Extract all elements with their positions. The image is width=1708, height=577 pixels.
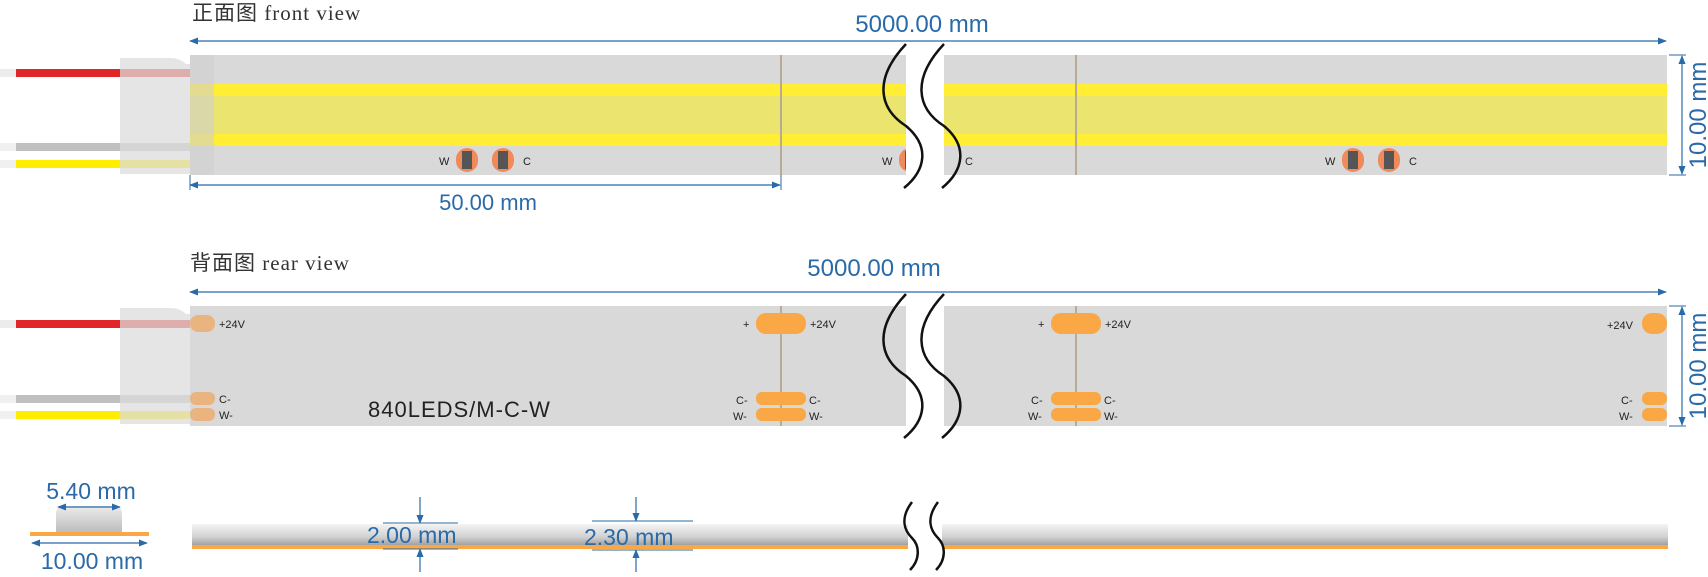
pad-w-label: W- bbox=[809, 411, 823, 423]
solder-pad-c bbox=[1642, 392, 1667, 405]
front-wire-yellow-insulation bbox=[0, 160, 20, 168]
pad-w-label: W- bbox=[219, 410, 233, 422]
led-chip-core bbox=[1348, 151, 1358, 169]
pad-plus-sign: + bbox=[743, 319, 749, 331]
front-led-group: W C bbox=[439, 148, 531, 172]
front-wire-red bbox=[16, 69, 194, 77]
front-wire-grey-insulation bbox=[0, 143, 20, 151]
solder-pad-plus bbox=[1051, 313, 1101, 334]
solder-pad-w bbox=[1642, 408, 1667, 421]
front-cap-overlay bbox=[190, 55, 214, 175]
solder-pad-w bbox=[1051, 408, 1101, 421]
pad-c-label: C- bbox=[736, 395, 748, 407]
pad-w-label: W- bbox=[1028, 411, 1042, 423]
led-c-label: C bbox=[523, 156, 531, 168]
section-silicone-cover bbox=[56, 506, 122, 532]
section-top-width-label: 5.40 mm bbox=[46, 478, 135, 504]
solder-pad-plus bbox=[1642, 313, 1667, 334]
led-w-label: W bbox=[882, 156, 893, 168]
section-bottom-width-label: 10.00 mm bbox=[41, 548, 143, 574]
solder-pad-c bbox=[756, 392, 806, 405]
pad-c-label: C- bbox=[1104, 395, 1116, 407]
pad-c-label: C- bbox=[1621, 395, 1633, 407]
pad-plus-label: +24V bbox=[219, 319, 246, 331]
model-number: 840LEDS/M-C-W bbox=[368, 397, 551, 422]
rear-view-title: 背面图 rear view bbox=[190, 251, 350, 275]
rear-width-label: 10.00 mm bbox=[1685, 313, 1708, 420]
solder-pad-c bbox=[190, 392, 215, 405]
front-width-label: 10.00 mm bbox=[1685, 62, 1708, 169]
pad-c-label: C- bbox=[1031, 395, 1043, 407]
solder-pad-plus bbox=[190, 315, 215, 332]
led-c-label: C bbox=[965, 156, 973, 168]
rear-break-gap bbox=[906, 290, 944, 440]
rear-wire-red bbox=[16, 320, 194, 328]
pad-c-label: C- bbox=[219, 394, 231, 406]
pad-w-label: W- bbox=[733, 411, 747, 423]
front-cut-label: 50.00 mm bbox=[439, 190, 537, 215]
rear-wire-grey-insulation bbox=[0, 395, 20, 403]
pad-w-label: W- bbox=[1619, 411, 1633, 423]
front-wire-red-insulation bbox=[0, 69, 20, 77]
rear-view: 背面图 rear view +24V C- W- + +24V C- C- W-… bbox=[0, 251, 1708, 440]
solder-pad-w bbox=[756, 408, 806, 421]
pad-w-label: W- bbox=[1104, 411, 1118, 423]
side-height-label: 2.00 mm bbox=[367, 522, 456, 548]
pad-plus-sign: + bbox=[1038, 319, 1044, 331]
led-w-label: W bbox=[439, 156, 450, 168]
rear-wire-grey bbox=[16, 395, 194, 403]
led-chip-core bbox=[498, 151, 508, 169]
rear-wire-yellow bbox=[16, 411, 194, 419]
side-break-line bbox=[903, 501, 919, 571]
rear-break-line bbox=[920, 293, 962, 439]
led-chip-core bbox=[1384, 151, 1394, 169]
front-break-line bbox=[882, 43, 924, 189]
section-pcb bbox=[30, 532, 149, 536]
led-chip-core bbox=[462, 151, 472, 169]
pad-c-label: C- bbox=[809, 395, 821, 407]
front-led-group: W C bbox=[1325, 148, 1417, 172]
front-length-label: 5000.00 mm bbox=[855, 11, 988, 38]
pad-plus-label: +24V bbox=[1105, 319, 1132, 331]
rear-wire-yellow-insulation bbox=[0, 411, 20, 419]
side-break-line bbox=[929, 501, 945, 571]
front-break-gap bbox=[906, 40, 944, 190]
pad-plus-label: +24V bbox=[810, 319, 837, 331]
solder-pad-plus bbox=[756, 313, 806, 334]
solder-pad-w bbox=[190, 408, 215, 421]
rear-wire-red-insulation bbox=[0, 320, 20, 328]
pad-plus-label: +24V bbox=[1607, 320, 1634, 332]
rear-length-label: 5000.00 mm bbox=[807, 255, 940, 282]
side-total-height-label: 2.30 mm bbox=[584, 524, 673, 550]
solder-pad-c bbox=[1051, 392, 1101, 405]
cross-section: 5.40 mm 10.00 mm bbox=[30, 478, 149, 574]
rear-break-line bbox=[882, 293, 924, 439]
led-c-label: C bbox=[1409, 156, 1417, 168]
front-break-line bbox=[920, 43, 962, 189]
front-view: 正面图 front view W C W C bbox=[0, 1, 1708, 215]
front-wire-grey bbox=[16, 143, 194, 151]
front-view-title: 正面图 front view bbox=[192, 1, 361, 25]
led-w-label: W bbox=[1325, 156, 1336, 168]
side-view: 2.00 mm 2.30 mm bbox=[192, 497, 1668, 572]
front-wire-yellow bbox=[16, 160, 194, 168]
